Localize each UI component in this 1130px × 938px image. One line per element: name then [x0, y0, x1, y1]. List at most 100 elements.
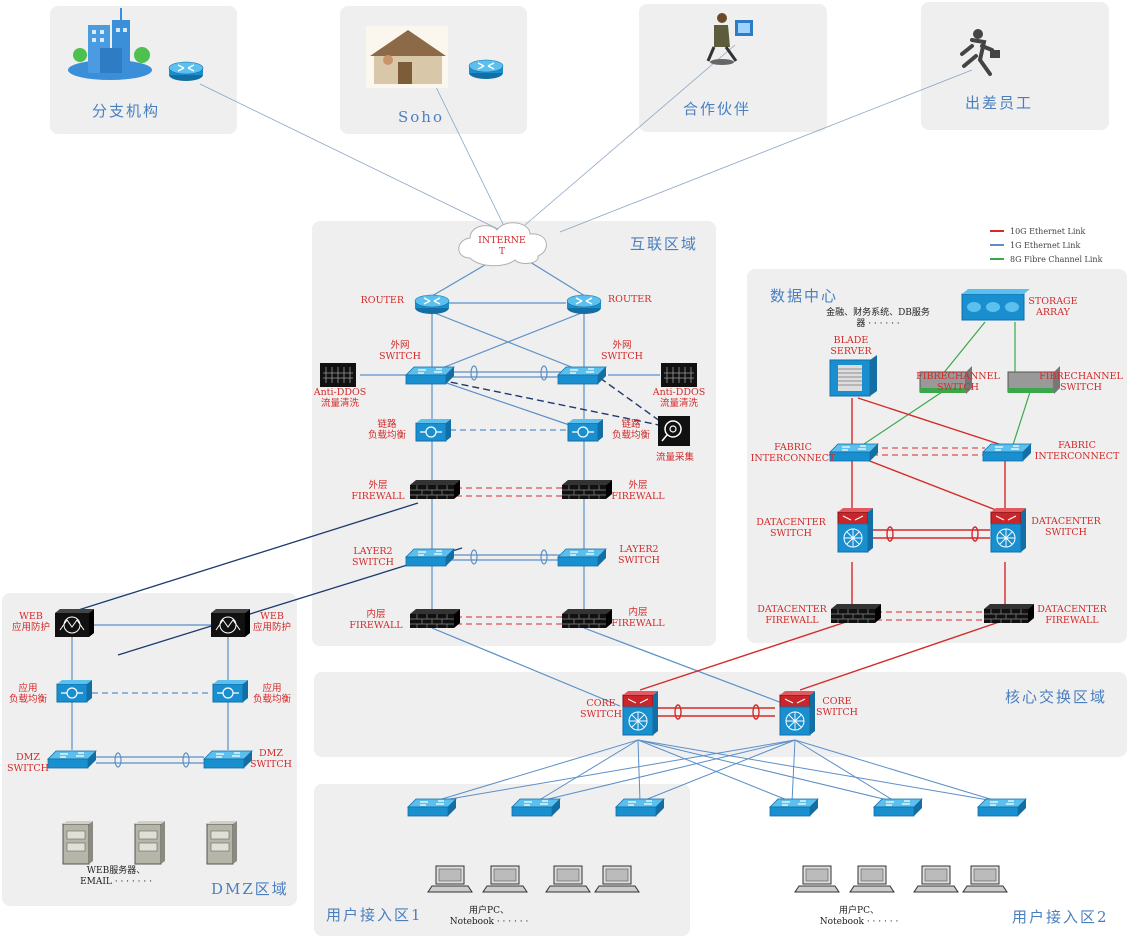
app-lb-right-icon	[212, 679, 249, 703]
partner-label: 合作伙伴	[683, 100, 752, 118]
dmz-switch-right-icon	[203, 750, 253, 769]
legend-label: 1G Ethernet Link	[1010, 240, 1081, 250]
dmz-switch-left-icon	[47, 750, 97, 769]
core-zone	[314, 672, 1127, 757]
traffic-capture-label: 流量采集	[655, 452, 694, 463]
legend-item: 8G Fibre Channel Link	[990, 252, 1102, 266]
dc-apps-note: 金融、财务系统、DB服务 器 · · · · · ·	[826, 308, 930, 329]
ddos-right-label: Anti-DDOS 流量清洗	[652, 387, 706, 409]
core-zone-label: 核心交换区域	[1005, 688, 1108, 706]
link-lb-right-label: 链路 负载均衡	[611, 419, 650, 441]
waf-left-icon	[54, 608, 95, 638]
access-switch-1-icon	[407, 798, 457, 817]
partner-person-icon	[706, 13, 753, 65]
app-lb-left-label: 应用 负载均衡	[8, 683, 47, 705]
dc-switch-left-label: DATACENTER SWITCH	[756, 517, 826, 539]
router-right-label: ROUTER	[608, 294, 652, 305]
outer-fw-left-label: 外层 FIREWALL	[351, 480, 405, 502]
legend-label: 8G Fibre Channel Link	[1010, 254, 1103, 264]
link-lb-left-icon	[415, 418, 452, 442]
ddos-left-icon	[319, 362, 357, 388]
link-lb-right-icon	[567, 418, 604, 442]
interconnect-zone	[312, 221, 716, 646]
web-server-2-icon	[134, 820, 166, 865]
soho-router-icon	[468, 59, 504, 80]
dc-fw-right-label: DATACENTER FIREWALL	[1037, 604, 1107, 626]
travel-zone	[921, 2, 1109, 130]
laptop-2-icon	[594, 865, 640, 893]
web-server-3-icon	[206, 820, 238, 865]
fc-switch-right-icon	[1007, 366, 1060, 394]
fabric-left-label: FABRIC INTERCONNECT	[750, 442, 836, 464]
branch-building-icon	[68, 8, 152, 80]
fc-switch-left-label: FIBRECHANNEL SWITCH	[916, 371, 1000, 393]
fabric-right-icon	[982, 443, 1032, 462]
pc-4-icon	[849, 865, 895, 893]
access1-zone-label: 用户接入区1	[326, 906, 423, 924]
traffic-capture-icon	[658, 416, 690, 446]
app-lb-right-label: 应用 负载均衡	[252, 683, 291, 705]
ext-switch-left-label: 外网 SWITCH	[379, 340, 421, 362]
interconnect-zone-label: 互联区域	[630, 235, 699, 253]
inner-fw-right-icon	[561, 608, 613, 629]
fabric-right-label: FABRIC INTERCONNECT	[1034, 440, 1120, 462]
storage-array-icon	[961, 289, 1030, 321]
fc-switch-left-icon	[919, 366, 972, 394]
ext-switch-right-label: 外网 SWITCH	[601, 340, 643, 362]
access2-zone-label: 用户接入区2	[1012, 908, 1109, 926]
dmz-servers-note: WEB服务器、 EMAIL · · · · · · ·	[80, 866, 152, 887]
dmz-zone-label: DMZ区域	[211, 880, 289, 898]
access-switch-4-icon	[769, 798, 819, 817]
dc-fw-left-icon	[830, 603, 882, 624]
branch-label: 分支机构	[92, 102, 161, 120]
datacenter-zone	[747, 269, 1127, 643]
datacenter-zone-label: 数据中心	[770, 287, 839, 305]
ext-switch-right-icon	[557, 366, 607, 385]
l2-switch-left-icon	[405, 548, 455, 567]
router-right-icon	[566, 294, 602, 315]
link-lb-left-label: 链路 负载均衡	[367, 419, 406, 441]
branch-router-icon	[168, 61, 204, 82]
pc-3-icon	[794, 865, 840, 893]
l2-switch-right-label: LAYER2 SWITCH	[618, 544, 660, 566]
core-switch-left-label: CORE SWITCH	[580, 698, 622, 720]
ddos-left-label: Anti-DDOS 流量清洗	[313, 387, 367, 409]
access-switch-6-icon	[977, 798, 1027, 817]
legend-swatch-1g	[990, 244, 1004, 246]
laptop-4-icon	[962, 865, 1008, 893]
l2-switch-left-label: LAYER2 SWITCH	[352, 546, 394, 568]
legend-swatch-8g	[990, 258, 1004, 260]
partner-zone	[639, 4, 827, 132]
access1-users-note: 用户PC、 Notebook · · · · · ·	[449, 906, 529, 927]
outer-fw-right-label: 外层 FIREWALL	[611, 480, 665, 502]
link-legend: 10G Ethernet Link 1G Ethernet Link 8G Fi…	[990, 224, 1102, 266]
core-switch-right-label: CORE SWITCH	[816, 696, 858, 718]
dc-switch-right-label: DATACENTER SWITCH	[1031, 516, 1101, 538]
legend-label: 10G Ethernet Link	[1010, 226, 1086, 236]
waf-left-label: WEB 应用防护	[11, 611, 50, 633]
app-lb-left-icon	[56, 679, 93, 703]
dc-switch-right-icon	[990, 507, 1027, 553]
l2-switch-right-icon	[557, 548, 607, 567]
pc-2-icon	[482, 865, 528, 893]
laptop-3-icon	[913, 865, 959, 893]
core-switch-right-icon	[779, 690, 816, 736]
dmz-switch-right-label: DMZ SWITCH	[250, 748, 292, 770]
web-server-1-icon	[62, 820, 94, 865]
router-left-icon	[414, 294, 450, 315]
dc-fw-left-label: DATACENTER FIREWALL	[757, 604, 827, 626]
waf-right-icon	[210, 608, 251, 638]
storage-label: STORAGE ARRAY	[1028, 296, 1078, 318]
core-switch-left-icon	[622, 690, 659, 736]
ddos-right-icon	[660, 362, 698, 388]
traveler-person-icon	[960, 29, 1000, 76]
inner-fw-right-label: 内层 FIREWALL	[611, 607, 665, 629]
access2-users-note: 用户PC、 Notebook · · · · · ·	[819, 906, 899, 927]
inner-fw-left-label: 内层 FIREWALL	[349, 609, 403, 631]
soho-label: Soho	[398, 108, 444, 126]
fc-switch-right-label: FIBRECHANNEL SWITCH	[1039, 371, 1123, 393]
dmz-switch-left-label: DMZ SWITCH	[7, 752, 49, 774]
soho-house-icon	[366, 26, 448, 88]
blade-server-icon	[829, 355, 877, 397]
